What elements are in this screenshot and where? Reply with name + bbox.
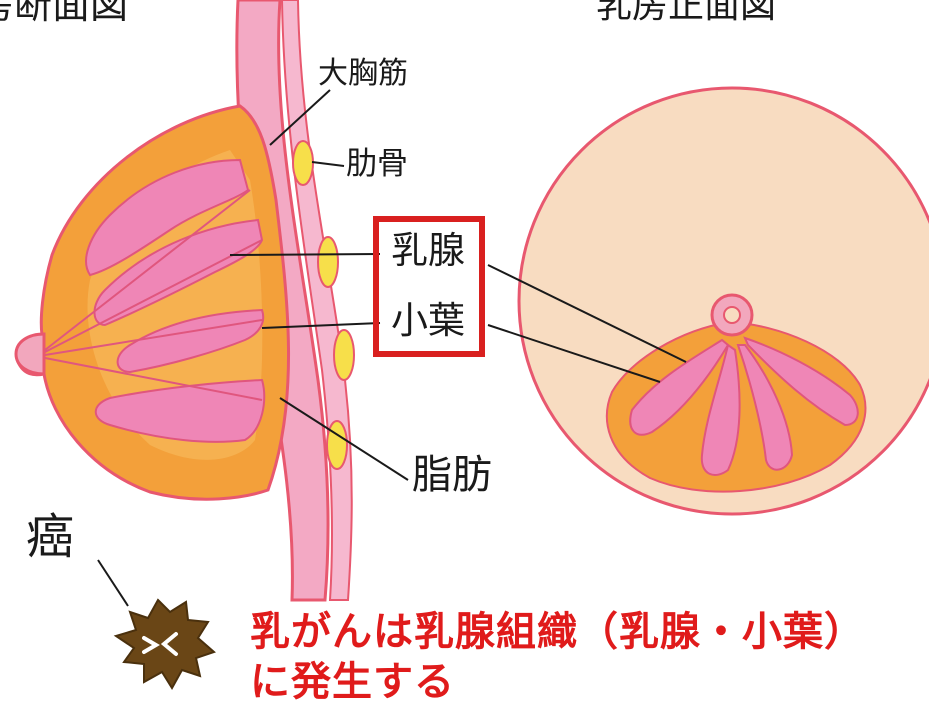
rib [318,237,338,287]
rib [327,421,347,469]
duct-leader [230,254,380,255]
pectoralis-label: 大胸筋 [318,59,408,89]
duct-label: 乳腺 [391,232,465,269]
tumor-icon [116,600,214,688]
lobule-label: 小葉 [391,302,465,339]
caption-line-2: に発生する [250,662,455,702]
caption-line-1: 乳がんは乳腺組織（乳腺・小葉） [250,612,865,652]
front-view [519,88,929,514]
fat-label: 脂肪 [412,455,492,495]
front-view-title: 乳房正面図 [596,0,776,24]
cancer-leader [98,560,128,606]
rib-label: 肋骨 [346,149,408,180]
rib [334,330,354,380]
cross-section-title: 乳房断面図 [0,0,128,24]
nipple-front [724,307,740,323]
rib-leader [312,162,344,166]
rib [293,141,313,185]
cancer-label: 癌 [26,513,74,561]
